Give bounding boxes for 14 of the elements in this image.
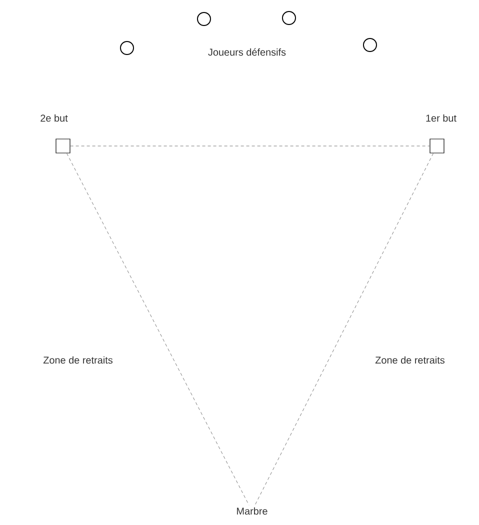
dashed-line — [254, 153, 434, 506]
player-circle — [197, 12, 211, 26]
player-circle — [282, 11, 296, 25]
base-label: Marbre — [237, 507, 268, 515]
base-label: 2e but — [40, 114, 68, 122]
zone-label: Zone de retraits — [375, 356, 444, 364]
zone-label: Joueurs défensifs — [208, 48, 286, 56]
zone-label: Zone de retraits — [43, 356, 113, 364]
base-square — [56, 138, 70, 154]
base-square — [430, 138, 444, 154]
base-label: 1er but — [426, 114, 456, 122]
player-circle — [120, 41, 134, 55]
player-circle — [363, 38, 377, 52]
dashed-line — [66, 153, 250, 506]
